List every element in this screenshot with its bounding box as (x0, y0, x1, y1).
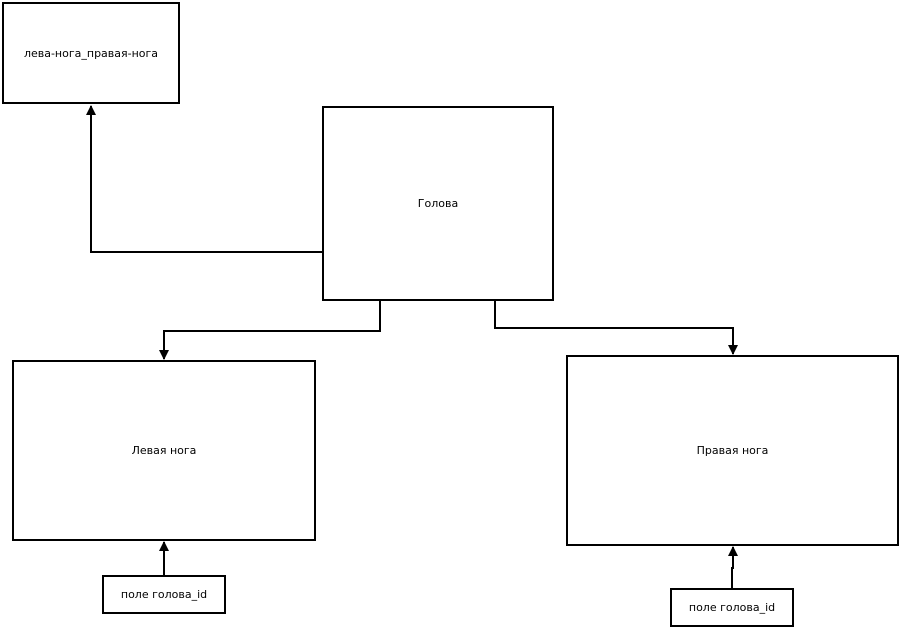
left-leg-label: Левая нога (131, 444, 197, 457)
edge-head-to-join-table (86, 105, 323, 253)
left-field-node[interactable]: поле голова_id (102, 575, 226, 614)
join-table-label: лева-нога_правая-нога (23, 46, 159, 60)
edge-head-to-right-leg (494, 301, 738, 355)
left-field-label: поле голова_id (120, 588, 208, 601)
edge-head-to-left-leg (159, 301, 381, 360)
head-label: Голова (417, 197, 459, 210)
left-leg-node[interactable]: Левая нога (12, 360, 316, 541)
right-leg-label: Правая нога (696, 444, 769, 457)
join-table-node[interactable]: лева-нога_правая-нога (2, 2, 180, 104)
right-field-label: поле голова_id (688, 601, 776, 614)
edge-right-field-to-right-leg (728, 546, 738, 589)
head-node[interactable]: Голова (322, 106, 554, 301)
right-field-node[interactable]: поле голова_id (670, 588, 794, 627)
right-leg-node[interactable]: Правая нога (566, 355, 899, 546)
